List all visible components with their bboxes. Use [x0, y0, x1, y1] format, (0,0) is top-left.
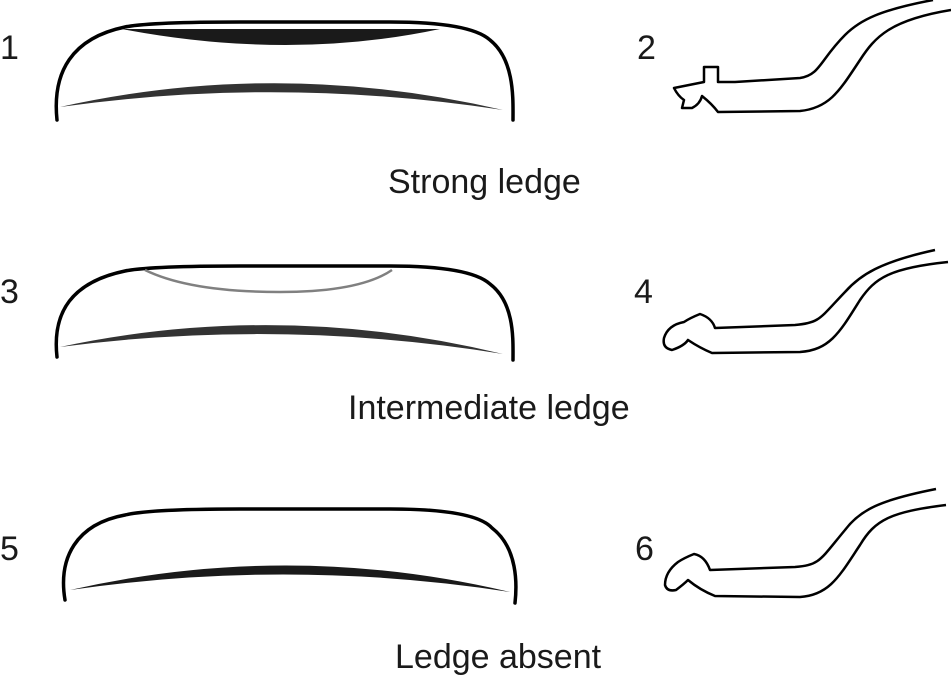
lower-rim-5	[70, 565, 510, 592]
figure-label-5: 5	[0, 530, 19, 568]
figure-label-4: 4	[634, 273, 653, 311]
specimen-3-intermediate-ledge: 3	[0, 264, 515, 362]
figure-label-3: 3	[0, 273, 19, 311]
ledge-strong	[122, 29, 440, 45]
lower-rim-1	[60, 83, 503, 110]
specimen-5-ledge-absent: 5	[0, 507, 518, 605]
profile-6-ledge-absent: 6	[635, 487, 947, 599]
caption-ledge-absent: Ledge absent	[395, 638, 602, 676]
profile-2-strong-ledge: 2	[637, 0, 951, 114]
shell-outline-1	[54, 20, 515, 122]
shell-outline-3	[54, 264, 515, 362]
profile-outline-4	[662, 248, 949, 355]
profile-outline-2	[672, 0, 951, 114]
profile-4-intermediate-ledge: 4	[634, 248, 949, 355]
profile-outline-6	[663, 487, 947, 599]
figure-label-6: 6	[635, 530, 654, 568]
caption-intermediate-ledge: Intermediate ledge	[348, 389, 630, 427]
shell-outline-5	[61, 507, 518, 605]
figure-label-1: 1	[0, 29, 19, 67]
ledge-intermediate	[144, 268, 393, 294]
lower-rim-3	[60, 325, 503, 354]
specimen-1-strong-ledge: 1	[0, 20, 515, 122]
figure-label-2: 2	[637, 29, 656, 67]
caption-strong-ledge: Strong ledge	[388, 163, 581, 201]
